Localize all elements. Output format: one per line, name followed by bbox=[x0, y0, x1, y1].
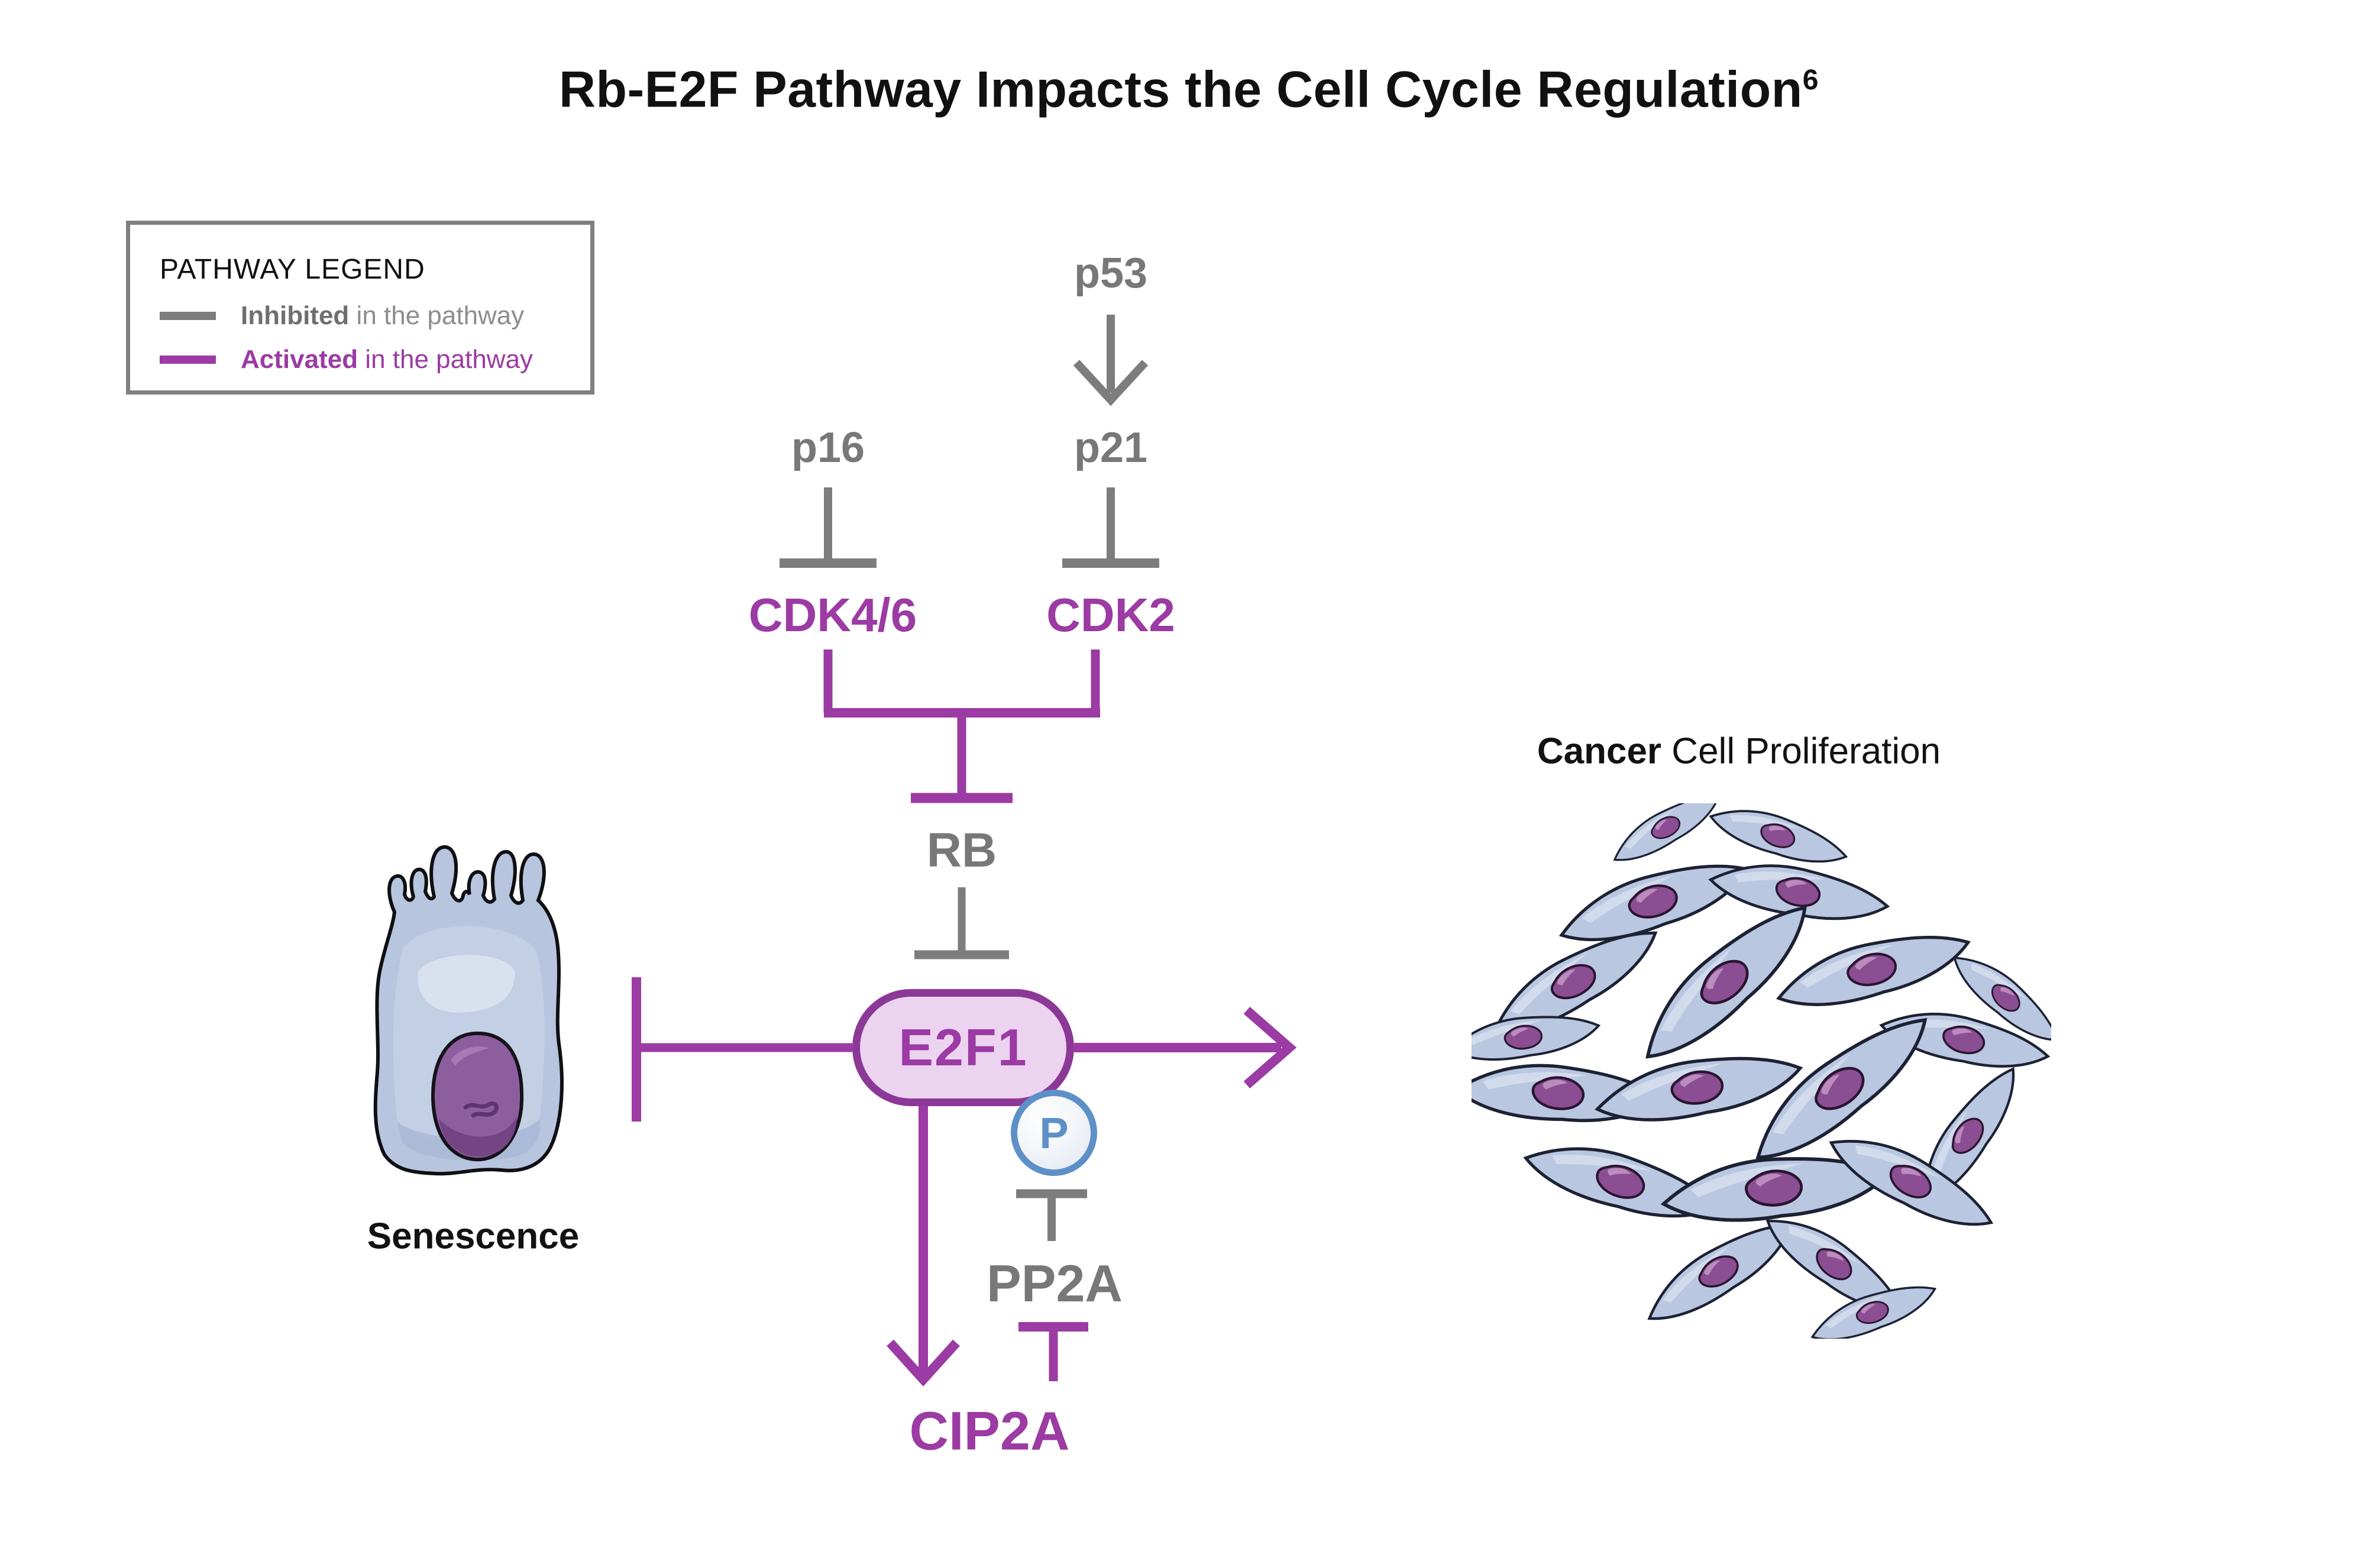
node-pp2a: PP2A bbox=[987, 1254, 1123, 1313]
edge-e2f1-senescence bbox=[632, 977, 852, 1122]
e2f1-label: E2F1 bbox=[898, 1018, 1028, 1077]
edge-e2f1-cip2a bbox=[887, 1106, 960, 1387]
phosphate-label: P bbox=[1039, 1108, 1069, 1158]
edge-cip2a-pp2a bbox=[1018, 1322, 1088, 1381]
node-rb: RB bbox=[926, 823, 997, 877]
edge-p21-cdk2 bbox=[1062, 487, 1159, 568]
cancer-proliferation-label: Cancer Cell Proliferation bbox=[1537, 731, 1941, 772]
legend-item-inhibited: Inhibited in the pathway bbox=[160, 301, 525, 330]
legend-item-activated: Activated in the pathway bbox=[160, 345, 533, 374]
edge-p16-cdk46 bbox=[780, 487, 877, 568]
pathway-legend: PATHWAY LEGEND Inhibited in the pathway … bbox=[126, 221, 594, 395]
senescence-cell-illustration bbox=[373, 845, 564, 1176]
title-text: Rb-E2F Pathway Impacts the Cell Cycle Re… bbox=[558, 61, 1803, 118]
edge-rb-e2f1 bbox=[914, 887, 1009, 959]
legend-inhibited-label: Inhibited in the pathway bbox=[241, 301, 525, 330]
legend-title: PATHWAY LEGEND bbox=[160, 254, 425, 285]
activated-line-swatch bbox=[160, 356, 216, 364]
edge-pp2a-phospho bbox=[1016, 1189, 1087, 1241]
edge-e2f1-cancer bbox=[1074, 1006, 1297, 1089]
senescence-label: Senescence bbox=[367, 1216, 580, 1257]
node-p53: p53 bbox=[1073, 250, 1148, 297]
cancer-cells bbox=[1472, 803, 2051, 1339]
senescence-nucleus-gloss bbox=[451, 1046, 489, 1066]
node-cdk2: CDK2 bbox=[1046, 589, 1175, 641]
node-cip2a: CIP2A bbox=[909, 1401, 1070, 1462]
senescence-nucleus-squiggle bbox=[463, 1101, 499, 1118]
node-p21: p21 bbox=[1073, 424, 1148, 471]
legend-activated-label: Activated in the pathway bbox=[241, 345, 533, 374]
cancer-cell-cluster-illustration bbox=[1472, 803, 2051, 1339]
inhibited-line-swatch bbox=[160, 312, 216, 320]
page-title: Rb-E2F Pathway Impacts the Cell Cycle Re… bbox=[559, 61, 1819, 119]
edge-cdks-rb bbox=[823, 649, 1100, 803]
node-p16: p16 bbox=[791, 424, 865, 471]
title-superscript: 6 bbox=[1802, 63, 1819, 96]
phosphate-badge: P bbox=[1011, 1090, 1097, 1176]
senescence-cell-highlight bbox=[418, 955, 515, 1013]
node-cdk4-6: CDK4/6 bbox=[748, 589, 917, 641]
edge-p53-p21 bbox=[1073, 315, 1149, 406]
node-e2f1: E2F1 bbox=[852, 989, 1074, 1106]
senescence-nucleus-shade bbox=[439, 1116, 517, 1157]
